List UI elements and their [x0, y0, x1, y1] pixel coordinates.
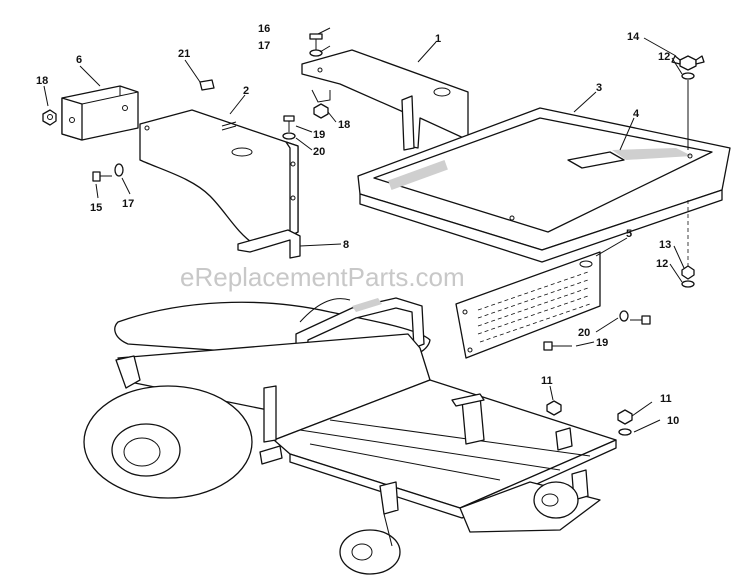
- callout-19-mid: 19: [313, 129, 325, 141]
- part-16-bolt: [309, 33, 323, 50]
- callout-14: 14: [627, 31, 640, 43]
- part-12-washer-bottom: [681, 280, 695, 288]
- part-6-bracket: [61, 85, 139, 141]
- part-17-washer-left: [114, 163, 124, 177]
- callout-5: 5: [626, 228, 632, 240]
- callout-18-top: 18: [338, 119, 350, 131]
- front-caster-left: [339, 481, 401, 575]
- part-20-washer-mid: [282, 132, 296, 140]
- callout-17-top: 17: [258, 40, 270, 52]
- part-21-clip: [199, 79, 215, 91]
- part-17-washer-top: [309, 49, 323, 57]
- leader-lines: [43, 27, 685, 433]
- part-19-bolt-right: [630, 315, 651, 325]
- callout-4: 4: [633, 108, 640, 120]
- callout-16: 16: [258, 23, 270, 35]
- callout-8: 8: [343, 239, 349, 251]
- callout-6: 6: [76, 54, 82, 66]
- callouts: 1 2 3 4 5 6 8 10 11 11 12 12 13 14 15 16…: [36, 23, 679, 427]
- part-18-nut-top: [313, 103, 329, 119]
- watermark-text: eReplacementParts.com: [180, 262, 465, 292]
- callout-11-right: 11: [660, 393, 672, 405]
- part-10-washer: [618, 428, 632, 436]
- part-8-bracket: [237, 229, 301, 259]
- callout-11-left: 11: [541, 375, 553, 387]
- fastener-bottom-bolt: [543, 341, 572, 351]
- callout-3: 3: [596, 82, 602, 94]
- callout-20-right: 20: [578, 327, 590, 339]
- callout-19-right: 19: [596, 337, 608, 349]
- callout-1: 1: [435, 33, 441, 45]
- part-19-bolt: [283, 115, 295, 132]
- part-12-washer-top: [681, 72, 695, 80]
- callout-18-left: 18: [36, 75, 48, 87]
- callout-2: 2: [243, 85, 249, 97]
- part-11-nut-left: [546, 400, 562, 416]
- part-2-side-shield: [139, 109, 299, 245]
- callout-13: 13: [659, 239, 671, 251]
- part-13-nut: [681, 265, 695, 280]
- callout-20-mid: 20: [313, 146, 325, 158]
- callout-12-bottom: 12: [656, 258, 668, 270]
- callout-15: 15: [90, 202, 102, 214]
- callout-17-left: 17: [122, 198, 134, 210]
- callout-12-top: 12: [658, 51, 670, 63]
- part-1-upper-panel: [301, 49, 469, 151]
- part-3-hood: [357, 107, 731, 263]
- part-15-bolt: [92, 171, 112, 182]
- front-caster-right: [533, 469, 589, 519]
- part-5-grille-panel: [455, 251, 601, 359]
- rear-wheel: [83, 385, 253, 499]
- callout-10: 10: [667, 415, 679, 427]
- part-14-wing-nut: [671, 55, 705, 71]
- part-18-nut-left: [42, 109, 57, 126]
- part-20-washer-right: [619, 310, 629, 322]
- callout-21: 21: [178, 48, 190, 60]
- part-11-nut-right: [617, 409, 633, 425]
